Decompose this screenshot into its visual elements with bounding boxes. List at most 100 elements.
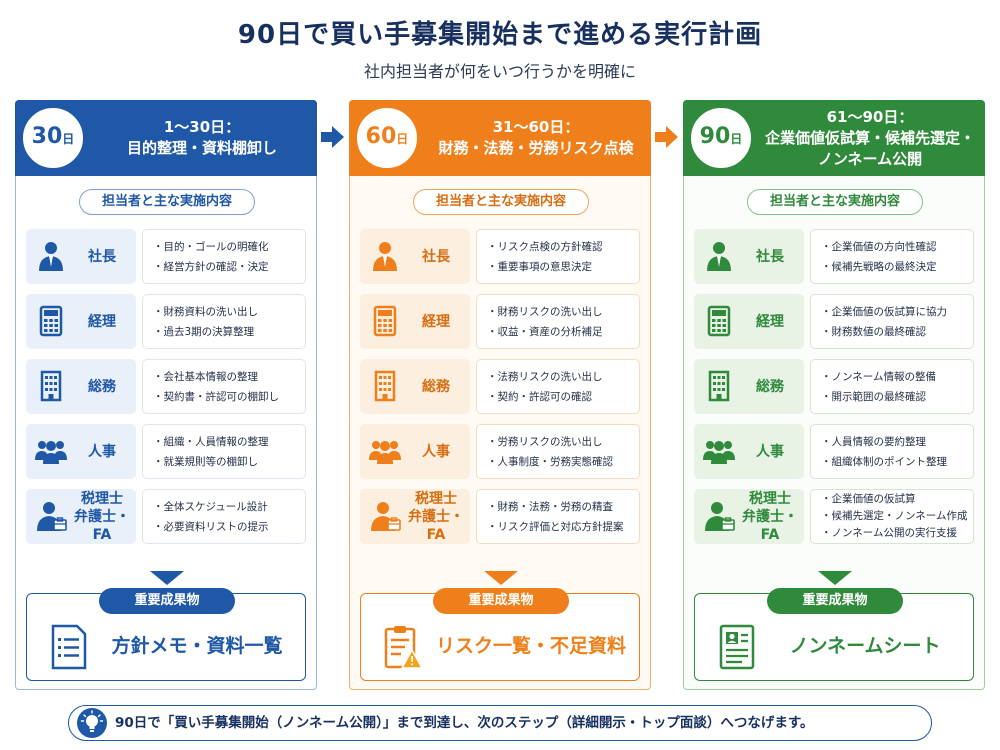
- task-item: ・必要資料リストの提示: [153, 520, 269, 533]
- task-list: ・企業価値の仮試算に協力・財務数値の最終確認: [810, 294, 974, 349]
- day-badge: 30日: [19, 104, 87, 172]
- task-item: ・候補先戦略の最終決定: [821, 260, 937, 273]
- task-list: ・労務リスクの洗い出し・人事制度・労務実態確認: [476, 424, 640, 479]
- down-arrow-icon: [484, 571, 518, 585]
- people-group-icon: [34, 434, 68, 468]
- phase-title: 31～60日： 財務・法務・労務リスク点検: [427, 100, 645, 176]
- deliverable-label: 重要成果物: [433, 588, 569, 614]
- phase-theme: 目的整理・資料棚卸し: [126, 139, 277, 157]
- task-list: ・財務資料の洗い出し・過去3期の決算整理: [142, 294, 306, 349]
- executive-person-icon: [702, 239, 736, 273]
- role-card: 税理士弁護士・FA: [694, 489, 804, 544]
- task-item: ・労務リスクの洗い出し: [487, 435, 603, 448]
- role-card: 税理士弁護士・FA: [26, 489, 136, 544]
- role-card: 人事: [360, 424, 470, 479]
- task-item: ・リスク評価と対応方針提案: [487, 520, 624, 533]
- page-title: 90日で買い手募集開始まで進める実行計画: [237, 20, 763, 50]
- page-subtitle: 社内担当者が何をいつ行うかを明確に: [363, 62, 636, 81]
- clipboard-warning-icon: [383, 624, 424, 670]
- role-card: 人事: [694, 424, 804, 479]
- role-card: 税理士弁護士・FA: [360, 489, 470, 544]
- role-name: 人事: [422, 443, 450, 460]
- people-group-icon: [702, 434, 736, 468]
- profile-sheet-icon: [717, 624, 757, 670]
- task-item: ・契約書・許認可の棚卸し: [153, 390, 279, 403]
- list-document-icon: [49, 624, 89, 670]
- deliverable-name: 方針メモ・資料一覧: [111, 635, 283, 657]
- task-item: ・財務数値の最終確認: [821, 325, 926, 338]
- task-list: ・全体スケジュール設計・必要資料リストの提示: [142, 489, 306, 544]
- task-list: ・人員情報の要約整理・組織体制のポイント整理: [810, 424, 974, 479]
- task-item: ・目的・ゴールの明確化: [153, 240, 269, 253]
- role-name: 経理: [422, 313, 450, 330]
- phase-period: 61～90日：: [826, 107, 914, 126]
- role-name: 税理士弁護士・FA: [74, 490, 130, 543]
- role-row: 経理・財務リスクの洗い出し・収益・資産の分析補足: [360, 294, 640, 349]
- calculator-icon: [702, 304, 736, 338]
- role-row: 人事・組織・人員情報の整理・就業規則等の棚卸し: [26, 424, 306, 479]
- calculator-icon: [368, 304, 402, 338]
- task-item: ・法務リスクの洗い出し: [487, 370, 603, 383]
- role-name: 税理士弁護士・FA: [742, 490, 798, 543]
- role-row: 社長 ・リスク点検の方針確認・重要事項の意思決定: [360, 229, 640, 284]
- role-name: 人事: [756, 443, 784, 460]
- lightbulb-icon: [77, 708, 107, 738]
- deliverable-box: 重要成果物リスク一覧・不足資料: [360, 588, 640, 681]
- role-row: 税理士弁護士・FA・企業価値の仮試算・候補先選定・ノンネーム作成・ノンネーム公開…: [694, 489, 974, 544]
- task-list: ・組織・人員情報の整理・就業規則等の棚卸し: [142, 424, 306, 479]
- down-arrow-icon: [150, 571, 184, 585]
- role-card: 総務: [694, 359, 804, 414]
- task-item: ・過去3期の決算整理: [153, 325, 255, 338]
- deliverable-box: 重要成果物ノンネームシート: [694, 588, 974, 681]
- role-card: 経理: [360, 294, 470, 349]
- role-row: 総務・法務リスクの洗い出し・契約・許認可の確認: [360, 359, 640, 414]
- deliverable-name: ノンネームシート: [789, 635, 941, 657]
- summary-text: 90日で「買い手募集開始（ノンネーム公開）」まで到達し、次のステップ（詳細開示・…: [115, 715, 814, 731]
- role-row: 経理 ・財務資料の洗い出し・過去3期の決算整理: [26, 294, 306, 349]
- role-name: 経理: [88, 313, 116, 330]
- task-list: ・企業価値の方向性確認・候補先戦略の最終決定: [810, 229, 974, 284]
- role-card: 社長: [360, 229, 470, 284]
- task-item: ・ノンネーム公開の実行支援: [821, 527, 957, 539]
- day-badge: 90日: [687, 104, 755, 172]
- role-row: 総務・ノンネーム情報の整備・開示範囲の最終確認: [694, 359, 974, 414]
- task-item: ・財務資料の洗い出し: [153, 305, 258, 318]
- day-badge: 60日: [353, 104, 421, 172]
- down-arrow-icon: [818, 571, 852, 585]
- building-icon: [368, 369, 402, 403]
- task-item: ・企業価値の方向性確認: [821, 240, 937, 253]
- task-item: ・財務・法務・労務の精査: [487, 500, 613, 513]
- task-item: ・全体スケジュール設計: [153, 500, 268, 513]
- role-name: 社長: [88, 248, 116, 265]
- task-item: ・ノンネーム情報の整備: [821, 370, 936, 383]
- role-card: 人事: [26, 424, 136, 479]
- phase-period: 31～60日：: [492, 118, 580, 136]
- role-name: 総務: [422, 378, 450, 395]
- phase-title: 61～90日：企業価値仮試算・候補先選定・ノンネーム公開: [761, 100, 979, 176]
- phase-header: 60日 31～60日： 財務・法務・労務リスク点検: [349, 100, 651, 176]
- section-label: 担当者と主な実施内容: [79, 189, 255, 215]
- executive-person-icon: [34, 239, 68, 273]
- role-card: 社長: [694, 229, 804, 284]
- task-item: ・就業規則等の棚卸し: [153, 455, 258, 468]
- building-icon: [34, 369, 68, 403]
- phase-theme: 企業価値仮試算・候補先選定・: [764, 128, 975, 147]
- role-row: 人事 ・労務リスクの洗い出し・人事制度・労務実態確認: [360, 424, 640, 479]
- task-list: ・企業価値の仮試算・候補先選定・ノンネーム作成・ノンネーム公開の実行支援: [810, 489, 974, 544]
- task-list: ・財務・法務・労務の精査・リスク評価と対応方針提案: [476, 489, 640, 544]
- task-item: ・企業価値の仮試算に協力: [821, 305, 947, 318]
- task-item: ・開示範囲の最終確認: [821, 390, 926, 403]
- phase-theme: 財務・法務・労務リスク点検: [438, 139, 634, 157]
- task-item: ・重要事項の意思決定: [487, 260, 592, 273]
- task-item: ・リスク点検の方針確認: [487, 240, 603, 253]
- task-list: ・ノンネーム情報の整備・開示範囲の最終確認: [810, 359, 974, 414]
- role-name: 経理: [756, 313, 784, 330]
- role-name: 社長: [422, 248, 450, 265]
- role-card: 経理: [26, 294, 136, 349]
- phase-title: 1～30日：目的整理・資料棚卸し: [93, 100, 311, 176]
- advisor-person-icon: [702, 499, 736, 533]
